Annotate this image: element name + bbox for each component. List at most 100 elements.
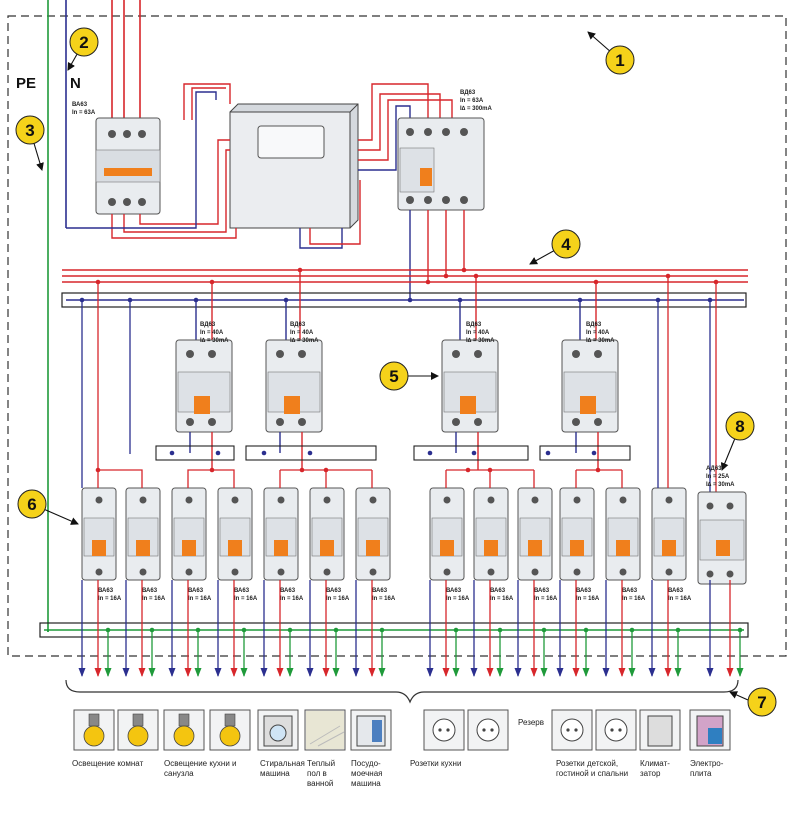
branch-breaker-3-rating: In = 16A [188, 596, 212, 602]
callout-4: 4 [529, 229, 581, 265]
rcbo-label-rating: In = 25A [706, 474, 730, 480]
branch-breaker-3 [171, 487, 207, 581]
branch-breaker-7-type: ВА63 [372, 588, 388, 594]
rcd-30ma-4-label-3: I∆ = 30mA [586, 337, 615, 344]
branch-breaker-2 [125, 487, 161, 581]
main-rcd-label-type: ВД63 [460, 90, 476, 96]
branch-breaker-labels: ВА63 In = 16A ВА63 In = 16A ВА63 In = 16A ВА63… [98, 588, 692, 602]
socket-icon-2 [467, 709, 509, 751]
main-breaker-label-rating: In = 63A [72, 110, 96, 116]
light-bulb-icon-1 [73, 709, 115, 751]
rcd-30ma-3-label-3: I∆ = 30mA [466, 337, 495, 344]
svg-text:4: 4 [561, 235, 571, 254]
branch-breaker-9 [473, 487, 509, 581]
branch-breaker-12-type: ВА63 [622, 588, 638, 594]
rcd-30ma-1-label-3: I∆ = 30mA [200, 337, 229, 344]
callout-1: 1 [587, 31, 635, 75]
pe-busbar [39, 622, 749, 638]
branch-breaker-8 [429, 487, 465, 581]
svg-text:6: 6 [27, 495, 36, 514]
branch-breaker-11-type: ВА63 [576, 588, 592, 594]
heated-floor-icon [304, 709, 346, 751]
output-arrows [78, 580, 744, 677]
light-bulb-icon-4 [209, 709, 251, 751]
branch-breaker-5 [263, 487, 299, 581]
rcd-30ma-1-label-2: In = 40A [200, 330, 224, 336]
rcd-30ma-4-label-2: In = 40A [586, 330, 610, 336]
branch-breaker-11 [559, 487, 595, 581]
socket-icon-1 [423, 709, 465, 751]
branch-breaker-1-rating: In = 16A [98, 596, 122, 602]
rcd-sub-busbars [155, 445, 631, 461]
branch-breaker-3-type: ВА63 [188, 588, 204, 594]
rcd-30ma-2-label-3: I∆ = 30mA [290, 337, 319, 344]
callout-6: 6 [17, 489, 79, 525]
branch-breaker-5-type: ВА63 [280, 588, 296, 594]
branch-breaker-10-type: ВА63 [534, 588, 550, 594]
air-conditioner-icon [639, 709, 681, 751]
branch-breaker-9-rating: In = 16A [490, 596, 514, 602]
main-rcd [397, 117, 485, 211]
svg-text:5: 5 [389, 367, 398, 386]
rcbo [697, 491, 747, 585]
light-bulb-icon-3 [163, 709, 205, 751]
svg-text:7: 7 [757, 693, 766, 712]
caption-reserve: Резерв [518, 718, 544, 727]
rcd-30ma-1-label-1: ВД63 [200, 322, 216, 328]
electric-stove-icon [689, 709, 731, 751]
rcd-30ma-2 [265, 339, 323, 470]
callout-2: 2 [67, 27, 99, 71]
branch-breaker-6-type: ВА63 [326, 588, 342, 594]
rcbo-label-leakage: I∆ = 30mA [706, 481, 735, 488]
branch-breaker-13-type: ВА63 [668, 588, 684, 594]
main-rcd-label-leakage: I∆ = 300mA [460, 105, 493, 112]
breaker-feed-wiring [79, 267, 719, 492]
branch-breaker-10 [517, 487, 553, 581]
branch-breaker-13 [651, 487, 687, 581]
phase-busbars [62, 269, 748, 283]
load-icons [73, 709, 731, 751]
caption-climate: Климат-затор [640, 759, 670, 778]
branch-breaker-7-rating: In = 16A [372, 596, 396, 602]
socket-icon-4 [595, 709, 637, 751]
rcd-output-wiring [409, 210, 465, 298]
rcd-30ma-4-label-1: ВД63 [586, 322, 602, 328]
svg-text:8: 8 [735, 417, 744, 436]
pe-conductor-label: PE [16, 75, 36, 92]
main-rcd-label-rating: In = 63A [460, 98, 484, 104]
callout-5: 5 [379, 361, 439, 391]
washing-machine-icon [257, 709, 299, 751]
main-breaker [95, 117, 161, 215]
branch-breaker-2-rating: In = 16A [142, 596, 166, 602]
branch-breaker-12 [605, 487, 641, 581]
rcd-30ma-3-label-2: In = 40A [466, 330, 490, 336]
main-breaker-label-type: ВА63 [72, 102, 88, 108]
branch-breaker-11-rating: In = 16A [576, 596, 600, 602]
caption-stove: Электро-плита [690, 759, 724, 778]
meter-wiring [66, 83, 453, 249]
rcd-30ma-2-label-2: In = 40A [290, 330, 314, 336]
neutral-busbar [61, 292, 747, 308]
rcd-30ma-3 [441, 339, 499, 470]
caption-room-lighting: Освещение комнат [72, 759, 144, 768]
branch-breaker-4-type: ВА63 [234, 588, 250, 594]
dishwasher-icon [350, 709, 392, 751]
rcd-30ma-2-label-1: ВД63 [290, 322, 306, 328]
branch-breaker-8-rating: In = 16A [446, 596, 470, 602]
loads-brace [65, 679, 739, 704]
cabinet-border [7, 15, 787, 657]
branch-breaker-1 [81, 487, 117, 581]
caption-room-sockets: Розетки детской,гостиной и спальни [556, 759, 628, 778]
branch-breaker-7 [355, 487, 391, 581]
caption-kitchen-sockets: Розетки кухни [410, 759, 461, 768]
callout-3: 3 [15, 115, 45, 171]
rcbo-label-type: АД63 [706, 466, 722, 472]
light-bulb-icon-2 [117, 709, 159, 751]
